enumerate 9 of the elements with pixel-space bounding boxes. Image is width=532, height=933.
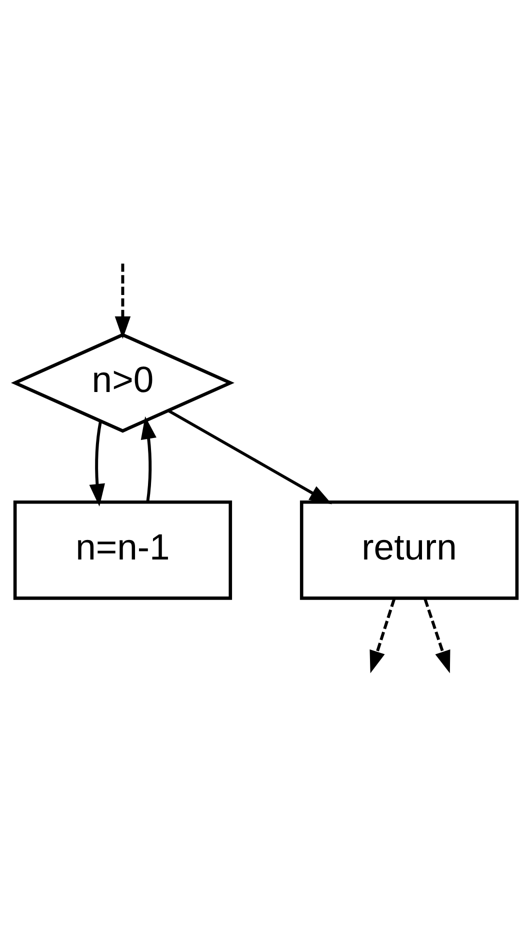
node-diamond: n>0 <box>10 333 234 433</box>
arrow <box>370 598 396 674</box>
node-box: n=n-1 <box>13 500 232 600</box>
arrow <box>168 410 332 504</box>
arrow <box>424 598 450 674</box>
arrow <box>140 416 156 502</box>
arrow <box>89 421 105 507</box>
node-box: return <box>300 500 519 600</box>
arrow <box>114 264 131 339</box>
